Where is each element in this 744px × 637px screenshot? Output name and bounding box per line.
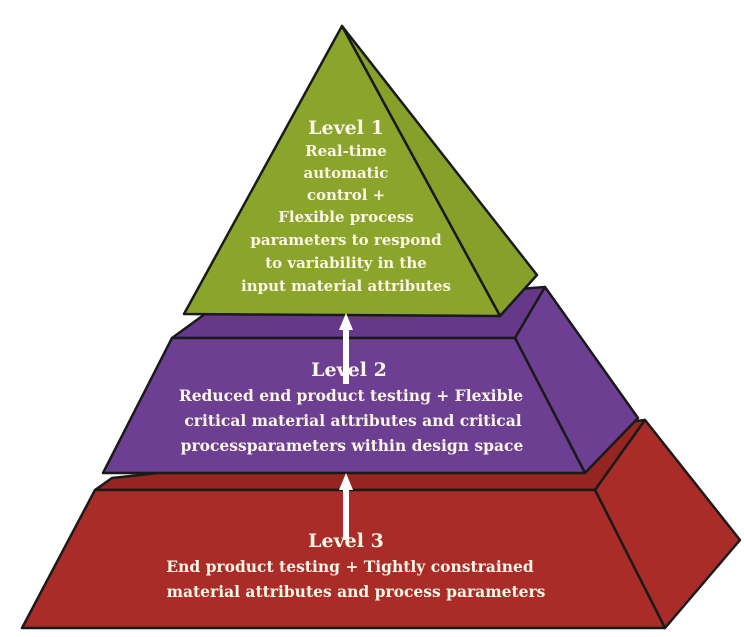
- level-3-title: Level 3: [308, 530, 384, 552]
- level-1-line: control +: [307, 186, 385, 204]
- level-2-block: [101, 285, 640, 475]
- level-3-line: End product testing + Tightly constraine…: [166, 557, 534, 576]
- level-1-line: Flexible process: [278, 208, 413, 226]
- level-3-line: material attributes and process paramete…: [167, 582, 546, 601]
- level-1-line: automatic: [304, 164, 389, 182]
- level-1-line: Real-time: [305, 142, 387, 160]
- level-2-line: processparameters within design space: [181, 436, 524, 455]
- level-1-title: Level 1: [308, 117, 384, 139]
- arrow-level2-to-level1: [339, 313, 353, 384]
- level-1-line: parameters to respond: [250, 231, 442, 249]
- arrow-level3-to-level2: [339, 473, 353, 540]
- level-1-front-face: [182, 24, 502, 318]
- level-1-line: to variability in the: [265, 254, 427, 272]
- level-2-title: Level 2: [311, 359, 387, 381]
- level-1-line: input material attributes: [241, 277, 451, 295]
- level-2-line: critical material attributes and critica…: [184, 411, 521, 430]
- level-2-front-face: [101, 336, 587, 475]
- level-1-block: [182, 24, 539, 318]
- level-3-front-face: [20, 488, 667, 630]
- level-2-line: Reduced end product testing + Flexible: [179, 386, 523, 405]
